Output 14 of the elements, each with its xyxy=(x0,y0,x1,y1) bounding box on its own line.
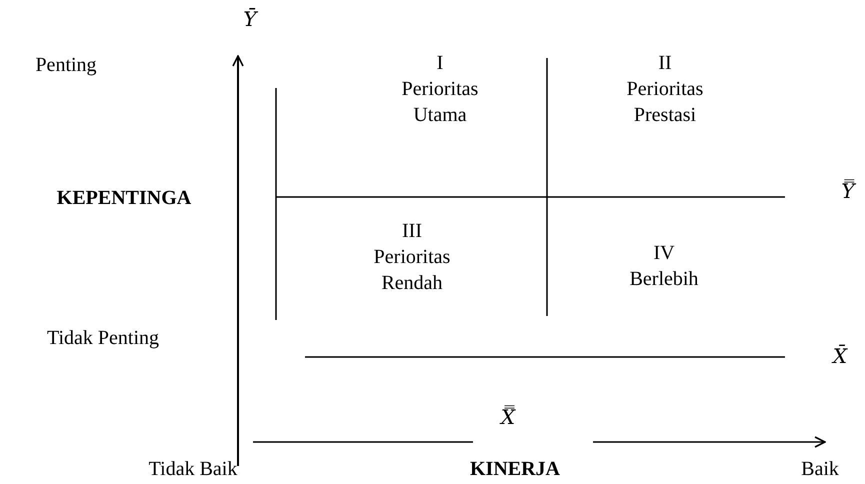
quadrant-label: IV Berlebih xyxy=(628,241,700,292)
mean-symbol: Ȳ xyxy=(243,6,257,32)
quadrant-label: III Perioritas Rendah xyxy=(372,219,452,296)
quadrant-label: I Perioritas Utama xyxy=(400,51,480,128)
axis-label: Tidak Baik xyxy=(148,457,238,482)
mean-symbol: Y̿ xyxy=(841,178,855,204)
axis-label: Tidak Penting xyxy=(46,326,160,351)
quadrant-label: II Perioritas Prestasi xyxy=(626,51,704,128)
axis-title: KEPENTINGA xyxy=(56,186,192,211)
axis-label: Penting xyxy=(35,53,97,78)
mean-symbol: X̄ xyxy=(832,343,848,369)
axis-label: Baik xyxy=(801,457,839,482)
axis-title: KINERJA xyxy=(470,457,560,482)
mean-symbol: X̿ xyxy=(500,404,516,430)
